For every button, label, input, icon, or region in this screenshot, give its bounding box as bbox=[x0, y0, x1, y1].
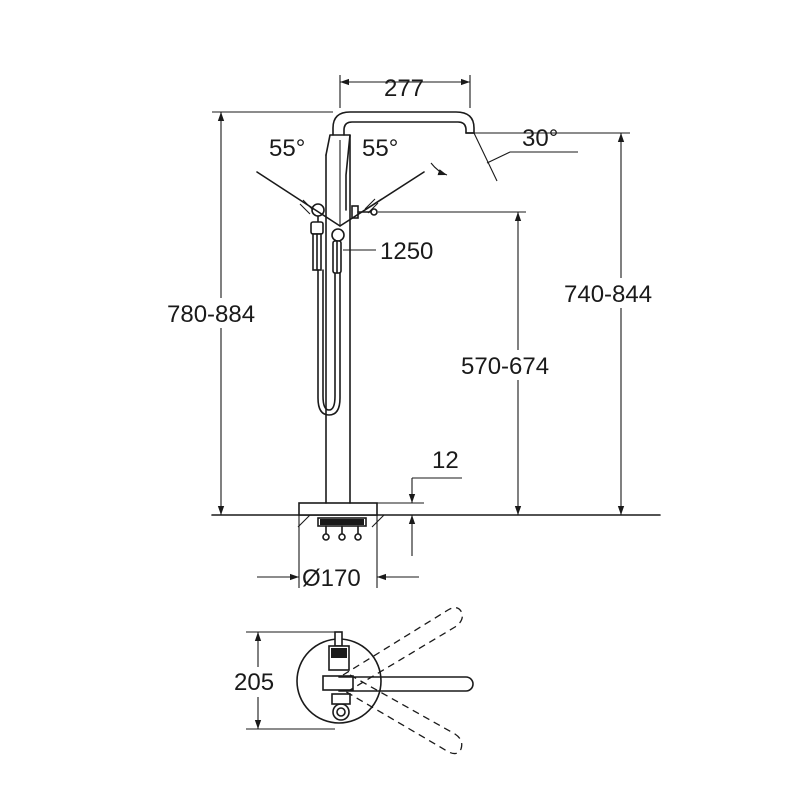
plan-lever-swung-down bbox=[342, 674, 463, 755]
dim-lever-angle-left: 55° bbox=[269, 135, 305, 162]
lever-handle bbox=[331, 205, 359, 274]
dim-lever-angle-right: 55° bbox=[362, 135, 398, 162]
lever-angle-line-right bbox=[339, 171, 425, 227]
front-elevation: 277 30° 55° 55° 1250 780-884 740-844 570… bbox=[165, 75, 678, 592]
dim-base-diameter: Ø170 bbox=[302, 565, 361, 592]
column bbox=[325, 134, 351, 504]
hand-shower bbox=[310, 203, 325, 271]
spout-swivel-arc bbox=[430, 162, 448, 176]
spout-angle-line bbox=[473, 132, 498, 182]
dim-overall-height: 780-884 bbox=[167, 301, 255, 328]
shower-hose bbox=[317, 269, 341, 416]
dim-spout-angle: 30° bbox=[522, 125, 558, 152]
dim-spout-height: 740-844 bbox=[564, 281, 652, 308]
mounting-block bbox=[317, 517, 367, 541]
dim-base-thickness: 12 bbox=[432, 447, 459, 474]
dim-plan-depth: 205 bbox=[234, 669, 274, 696]
plan-view: 205 bbox=[233, 606, 474, 755]
dim-spout-reach: 277 bbox=[384, 75, 424, 102]
lever-angle-line-left bbox=[256, 171, 341, 227]
plan-lever-straight bbox=[338, 676, 474, 692]
mixer-body bbox=[325, 134, 351, 211]
dim-handle-height: 570-674 bbox=[461, 353, 549, 380]
floor-hatch bbox=[297, 514, 385, 528]
spout bbox=[332, 111, 475, 136]
dim-hose-length: 1250 bbox=[380, 238, 433, 265]
base-plate bbox=[298, 502, 378, 516]
